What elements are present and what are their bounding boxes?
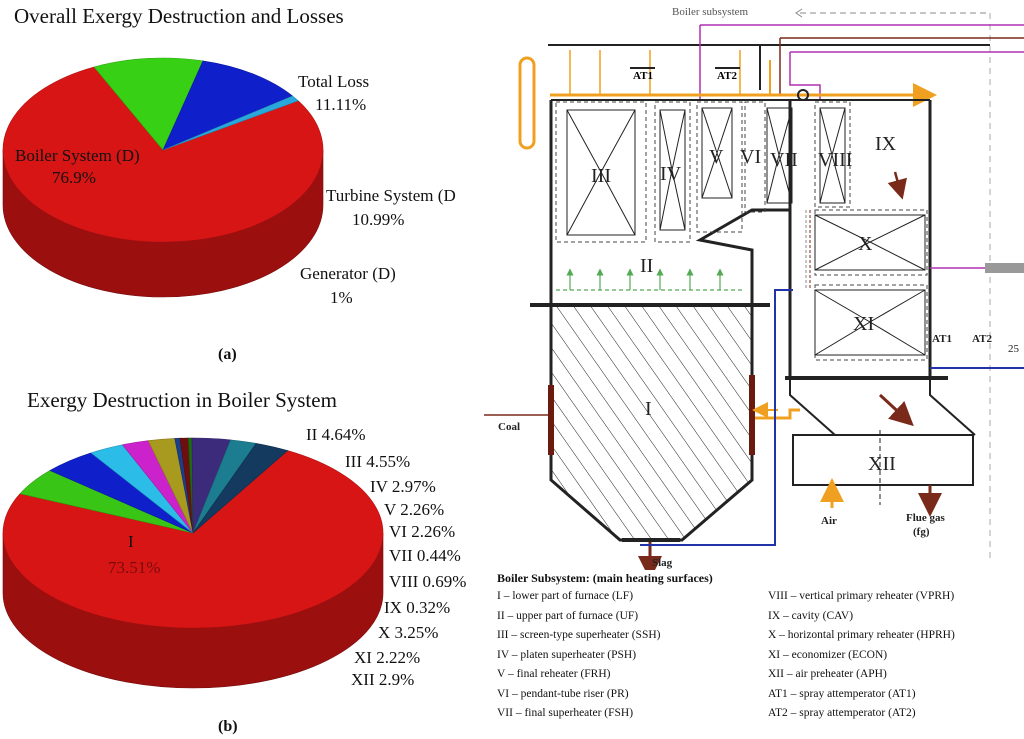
legend-item: AT2 – spray attemperator (AT2) — [768, 707, 916, 719]
right-number: 25 — [1008, 343, 1020, 355]
pie-a-label-generator: Generator (D) — [300, 264, 396, 283]
zone-XII-air-preheater — [792, 434, 974, 486]
legend-item: VIII – vertical primary reheater (VPRH) — [768, 590, 955, 602]
zone-label-VI: VI — [740, 146, 761, 168]
legend-item: VII – final superheater (FSH) — [497, 707, 634, 719]
zone-label-VII: VII — [770, 149, 798, 171]
zone-III-box — [566, 109, 636, 236]
pie-a-label-turbine: Turbine System (D — [326, 186, 456, 205]
legend-item: AT1 – spray attemperator (AT1) — [768, 687, 916, 700]
pie-b-slice-0 — [2, 450, 384, 629]
pie-b-chart — [2, 437, 384, 689]
burner-right — [749, 375, 755, 455]
legend-item: V – final reheater (FRH) — [497, 668, 611, 680]
pie-a-slice-0 — [2, 66, 324, 243]
zone-X-box — [814, 214, 926, 271]
zone-label-IX: IX — [875, 133, 897, 155]
legend-item: IX – cavity (CAV) — [768, 609, 854, 622]
pie-b-label-VIII: VIII 0.69% — [389, 572, 467, 591]
pie-a-value-generator: 1% — [330, 288, 353, 307]
legend-item: I – lower part of furnace (LF) — [497, 590, 634, 602]
boiler-diagram: AT1 AT2 — [484, 6, 1024, 570]
zone-label-X: X — [858, 233, 873, 255]
pie-a-caption: (a) — [218, 346, 237, 363]
legend-item: IV – platen superheater (PSH) — [497, 648, 637, 661]
zone-VIII-box — [819, 107, 846, 204]
zone-label-XII: XII — [868, 453, 896, 475]
boiler-subsystem-header: Boiler subsystem — [672, 6, 749, 18]
pie-a-title: Overall Exergy Destruction and Losses — [14, 4, 344, 28]
coal-label: Coal — [498, 421, 520, 433]
pie-a-slice-1 — [93, 57, 204, 151]
pie-b-label-X: X 3.25% — [378, 623, 439, 642]
zone-label-XI: XI — [853, 313, 874, 335]
air-label: Air — [821, 515, 837, 527]
pie-a-value-turbine: 10.99% — [352, 210, 405, 229]
zone-label-I: I — [645, 398, 652, 420]
pie-a-value-boiler: 76.9% — [52, 168, 96, 187]
legend-heading: Boiler Subsystem: (main heating surfaces… — [497, 571, 713, 585]
pie-b-label-VII: VII 0.44% — [389, 546, 461, 565]
pie-a-slice-3 — [162, 95, 299, 151]
at2-tag-right: AT2 — [972, 333, 992, 345]
legend-item: XII – air preheater (APH) — [768, 668, 887, 680]
pie-b-label-IV: IV 2.97% — [370, 477, 436, 496]
pie-b-value-I: 73.51% — [108, 558, 161, 577]
burner-left — [548, 385, 554, 455]
flue-gas-label: Flue gas — [906, 512, 946, 524]
pie-b-slice-11 — [192, 443, 289, 534]
at2-tag: AT2 — [717, 70, 737, 82]
zone-IV-box — [659, 109, 686, 231]
fg-label: (fg) — [913, 526, 930, 538]
pie-b-title: Exergy Destruction in Boiler System — [27, 388, 337, 412]
zone-I-lower-furnace — [551, 305, 752, 540]
legend-item: X – horizontal primary reheater (HPRH) — [768, 629, 955, 641]
slag-label: Slag — [652, 557, 673, 569]
legend-item: VI – pendant-tube riser (PR) — [497, 687, 629, 700]
pie-b-label-IX: IX 0.32% — [384, 598, 451, 617]
zone-VII-box — [766, 107, 793, 204]
pie-a-value-loss: 11.11% — [315, 95, 367, 114]
zone-label-IV: IV — [660, 163, 682, 185]
zone-label-V: V — [709, 146, 724, 168]
pie-a-label-boiler: Boiler System (D) — [15, 146, 140, 165]
drum-icon — [518, 56, 536, 150]
zone-V-box — [701, 107, 733, 199]
zone-label-VIII: VIII — [818, 149, 852, 171]
legend-item: II – upper part of furnace (UF) — [497, 609, 639, 622]
legend-left-column: I – lower part of furnace (LF) II – uppe… — [497, 587, 661, 724]
legend-item: III – screen-type superheater (SSH) — [497, 629, 661, 641]
pie-a-chart — [2, 57, 324, 298]
pie-a-slice-2 — [162, 60, 294, 151]
pie-b-label-XII: XII 2.9% — [351, 670, 415, 689]
pie-b-label-V: V 2.26% — [384, 500, 445, 519]
zone-label-III: III — [591, 165, 611, 187]
zone-XI-box — [814, 289, 926, 356]
feedwater-line — [640, 289, 793, 546]
at1-tag: AT1 — [633, 70, 653, 82]
at1-tag-right: AT1 — [932, 333, 952, 345]
pie-b-caption: (b) — [218, 718, 238, 735]
pie-b-label-I: I — [128, 532, 134, 551]
zone-label-II: II — [640, 255, 653, 277]
pie-b-label-II: II 4.64% — [306, 425, 366, 444]
pie-b-label-III: III 4.55% — [345, 452, 411, 471]
pie-b-label-XI: XI 2.22% — [354, 648, 421, 667]
pie-a-label-loss: Total Loss — [298, 72, 370, 91]
pie-b-label-VI: VI 2.26% — [389, 522, 456, 541]
legend-right-column: VIII – vertical primary reheater (VPRH) … — [768, 587, 955, 724]
legend-item: XI – economizer (ECON) — [768, 648, 888, 661]
